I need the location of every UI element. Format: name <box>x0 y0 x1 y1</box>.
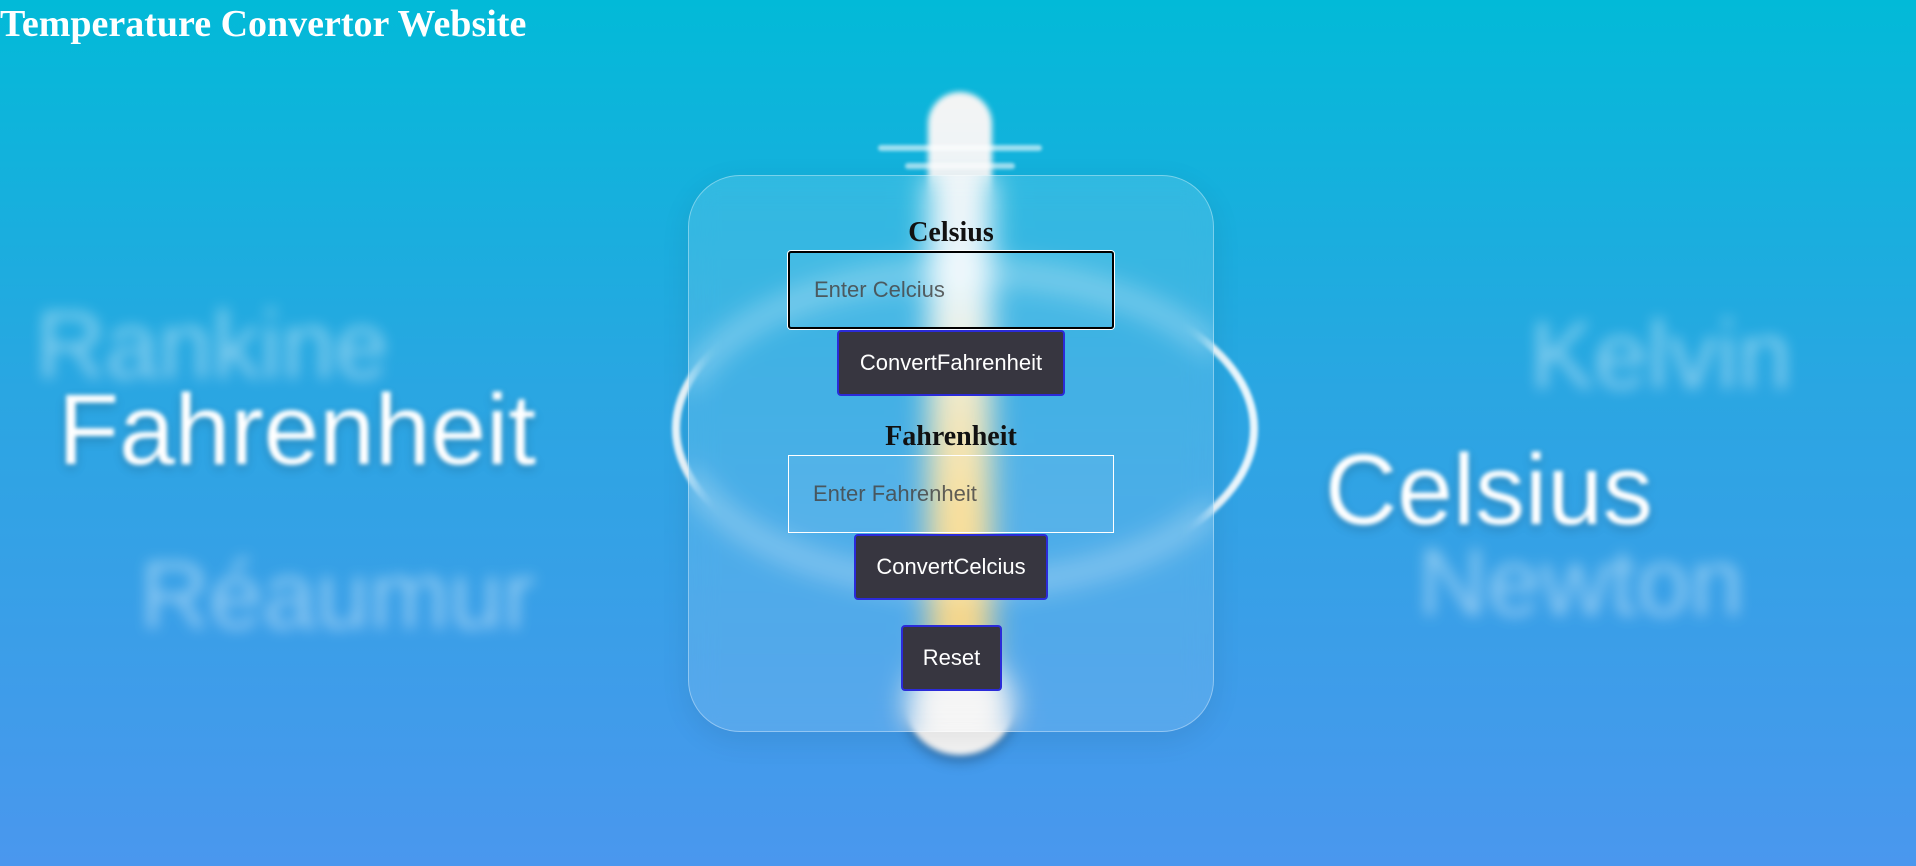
celsius-input[interactable] <box>788 251 1114 329</box>
thermometer-tick <box>905 163 1015 169</box>
fahrenheit-label: Fahrenheit <box>885 421 1017 452</box>
convert-celcius-button[interactable]: ConvertCelcius <box>854 534 1048 600</box>
celsius-label: Celsius <box>908 217 994 248</box>
bg-word-rankine: Rankine <box>36 292 389 399</box>
converter-card: Celsius ConvertFahrenheit Fahrenheit Con… <box>688 175 1214 732</box>
reset-button[interactable]: Reset <box>901 625 1002 691</box>
thermometer-tick <box>878 145 1042 151</box>
convert-fahrenheit-button[interactable]: ConvertFahrenheit <box>837 330 1065 396</box>
bg-word-reaumur: Réaumur <box>140 542 535 649</box>
bg-word-celsius: Celsius <box>1325 434 1653 546</box>
page-title: Temperature Convertor Website <box>0 3 527 45</box>
bg-word-fahrenheit: Fahrenheit <box>58 374 537 486</box>
bg-word-newton: Newton <box>1418 529 1744 636</box>
fahrenheit-input[interactable] <box>788 455 1114 533</box>
bg-word-kelvin: Kelvin <box>1530 302 1792 409</box>
